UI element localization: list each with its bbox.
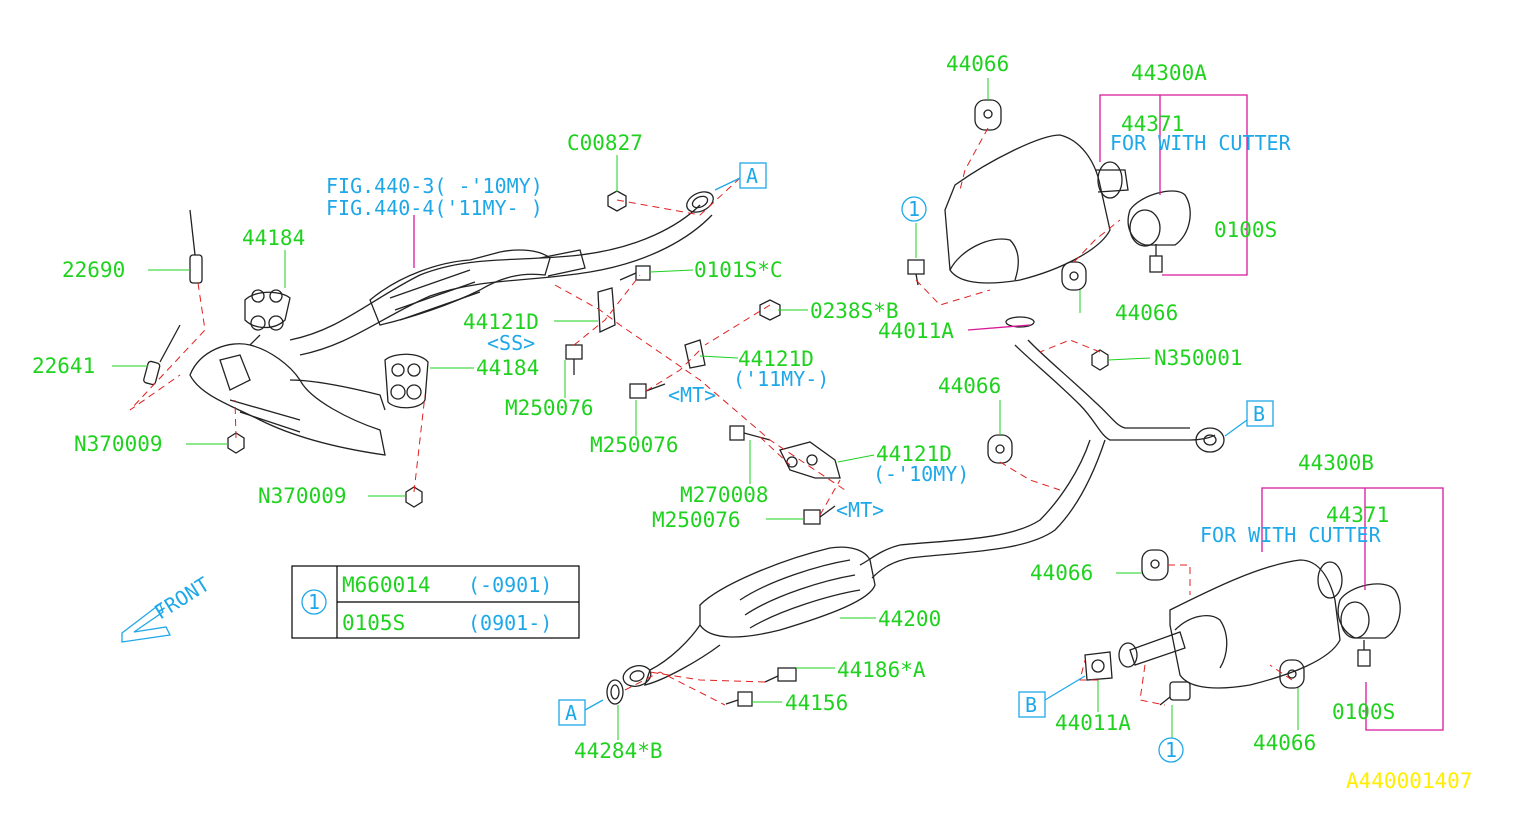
leader-lines bbox=[112, 78, 1299, 740]
oxygen-sensors bbox=[143, 209, 203, 386]
connector-box-a-bottom: A bbox=[558, 699, 586, 726]
part-label-0101S-C: 0101S*C bbox=[694, 258, 783, 282]
legend-row-1-part: M660014 bbox=[342, 573, 431, 597]
part-label-44300B: 44300B bbox=[1298, 451, 1374, 475]
front-label: FRONT bbox=[150, 572, 214, 624]
figure-ref-2: FIG.440-4('11MY- ) bbox=[326, 196, 543, 220]
figure-ref-1: FIG.440-3( -'10MY) bbox=[326, 174, 543, 198]
part-label-44121D-11my: 44121D bbox=[738, 347, 814, 371]
connector-a-label: A bbox=[746, 164, 758, 188]
part-label-N350001: N350001 bbox=[1154, 346, 1243, 370]
part-label-M270008: M270008 bbox=[680, 483, 769, 507]
part-label-44066-top: 44066 bbox=[946, 52, 1009, 76]
part-label-44066-bottom: 44066 bbox=[1253, 731, 1316, 755]
front-exhaust-pipe-assembly bbox=[189, 191, 714, 456]
callout-circle-lower: 1 bbox=[1158, 737, 1184, 763]
svg-text:1: 1 bbox=[1165, 738, 1177, 762]
part-label-44200: 44200 bbox=[878, 607, 941, 631]
connector-b-label: B bbox=[1253, 402, 1265, 426]
part-label-44011A-top: 44011A bbox=[878, 319, 954, 343]
note-ss: <SS> bbox=[487, 331, 535, 355]
part-label-N370009-left: N370009 bbox=[74, 432, 163, 456]
part-labels: 44066 44300A 44371 FOR WITH CUTTER 0100S… bbox=[32, 52, 1472, 793]
part-label-44011A-bottom: 44011A bbox=[1055, 711, 1131, 735]
part-label-44184-top: 44184 bbox=[242, 226, 305, 250]
part-label-M250076-b: M250076 bbox=[590, 433, 679, 457]
connector-a-label-2: A bbox=[565, 701, 577, 725]
note-with-cutter-top: FOR WITH CUTTER bbox=[1110, 131, 1292, 155]
part-label-44371-bottom: 44371 bbox=[1326, 503, 1389, 527]
part-label-0100S-bottom: 0100S bbox=[1332, 700, 1395, 724]
svg-text:1: 1 bbox=[908, 197, 920, 221]
front-arrow-icon: FRONT bbox=[121, 572, 214, 643]
note-mt-1: <MT> bbox=[668, 383, 716, 407]
center-pipe-and-muffler bbox=[606, 339, 1225, 707]
legend-row-2-range: (0901-) bbox=[468, 611, 552, 635]
legend-table: 1 M660014 (-0901) 0105S (0901-) bbox=[291, 565, 580, 639]
assembly-dashed-lines bbox=[129, 127, 1293, 706]
part-label-44284-B: 44284*B bbox=[574, 739, 663, 763]
part-label-44371-top: 44371 bbox=[1121, 112, 1184, 136]
note-mt-2: <MT> bbox=[836, 498, 884, 522]
connector-box-b-bottom: B bbox=[1018, 691, 1046, 718]
note-with-cutter-bottom: FOR WITH CUTTER bbox=[1200, 523, 1382, 547]
connector-lines bbox=[584, 177, 1248, 711]
part-label-M250076-c: M250076 bbox=[652, 508, 741, 532]
part-label-44066-mid: 44066 bbox=[1115, 301, 1178, 325]
part-label-0238S-B: 0238S*B bbox=[810, 299, 899, 323]
part-label-44300A: 44300A bbox=[1131, 61, 1207, 85]
part-label-44156: 44156 bbox=[785, 691, 848, 715]
part-label-N370009-bottom: N370009 bbox=[258, 484, 347, 508]
part-label-22641: 22641 bbox=[32, 354, 95, 378]
part-label-44184-mid: 44184 bbox=[476, 356, 539, 380]
rear-muffler-upper bbox=[907, 99, 1191, 371]
legend-symbol: 1 bbox=[308, 590, 320, 614]
legend-row-1-range: (-0901) bbox=[468, 573, 552, 597]
legend-row-2-part: 0105S bbox=[342, 611, 405, 635]
connector-b-label-2: B bbox=[1025, 693, 1037, 717]
part-label-44066-left: 44066 bbox=[1030, 561, 1093, 585]
callout-circle-upper: 1 bbox=[901, 196, 927, 222]
note-11my: ('11MY-) bbox=[733, 367, 829, 391]
part-label-M250076-a: M250076 bbox=[505, 396, 594, 420]
diagram-code: A440001407 bbox=[1346, 769, 1472, 793]
part-label-44186-A: 44186*A bbox=[837, 658, 926, 682]
part-label-44121D-10my: 44121D bbox=[876, 442, 952, 466]
part-label-0100S-top: 0100S bbox=[1214, 218, 1277, 242]
connector-box-b-right: B bbox=[1246, 400, 1274, 427]
part-label-44121D-ss: 44121D bbox=[463, 310, 539, 334]
rear-muffler-lower bbox=[987, 434, 1401, 706]
part-label-22690: 22690 bbox=[62, 258, 125, 282]
note-10my: (-'10MY) bbox=[873, 462, 969, 486]
part-label-44066-center: 44066 bbox=[938, 374, 1001, 398]
connector-box-a-top: A bbox=[739, 162, 767, 189]
bracket-lines bbox=[413, 94, 1444, 731]
part-label-C00827: C00827 bbox=[567, 131, 643, 155]
